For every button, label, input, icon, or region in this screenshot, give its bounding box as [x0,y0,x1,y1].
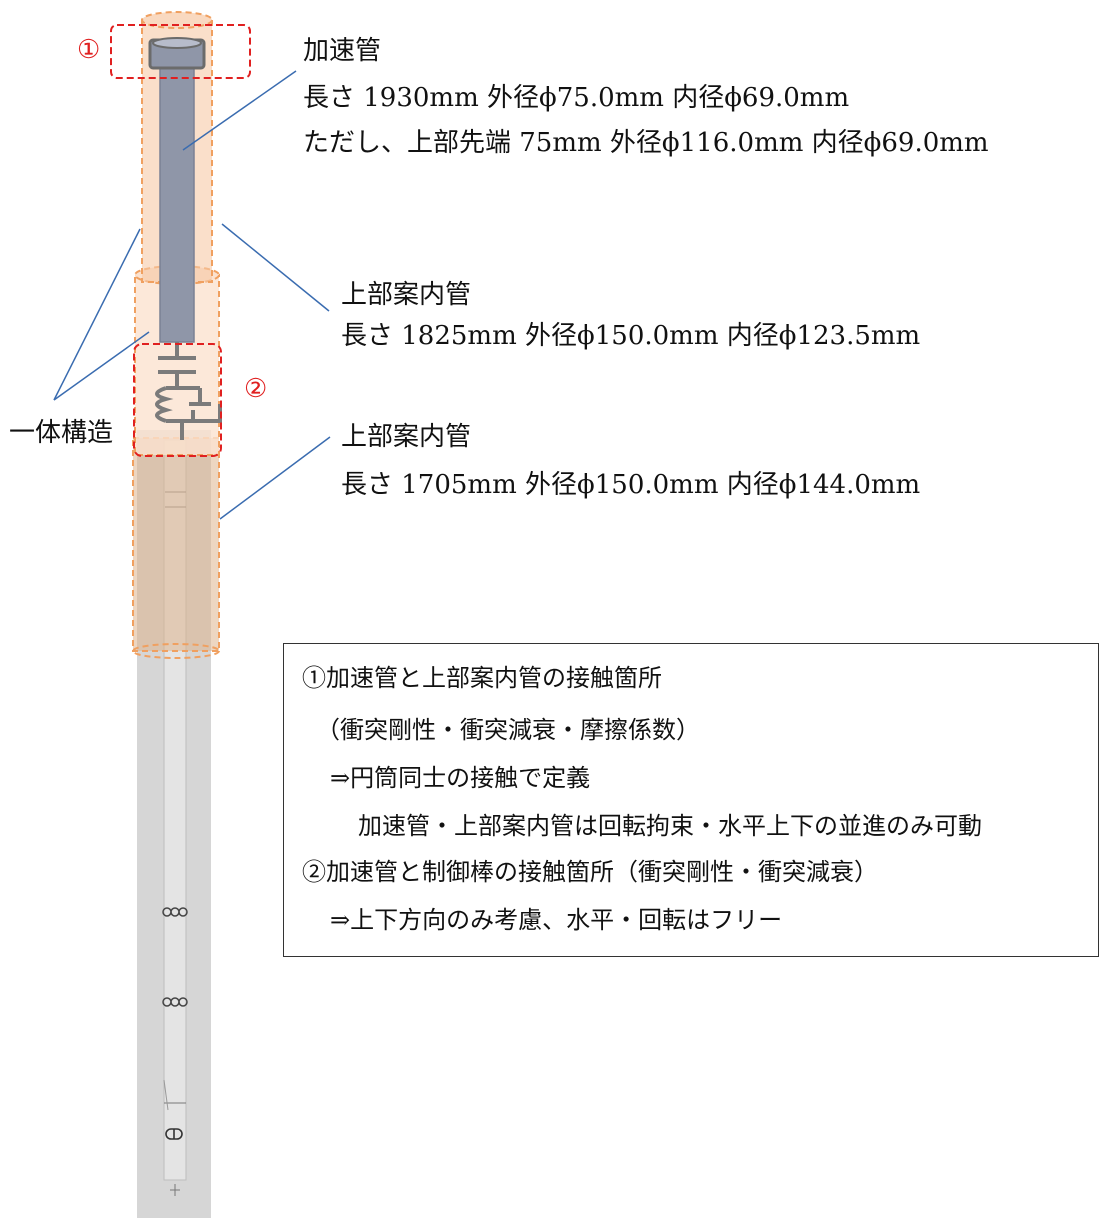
note-line-3: ⇒円筒同士の接触で定義 [330,764,591,792]
note-line-2: （衝突剛性・衝突減衰・摩擦係数） [316,716,700,744]
accel-tube [159,59,195,343]
note-line-6: ⇒上下方向のみ考慮、水平・回転はフリー [330,906,783,934]
upper-guide-tube-2-sleeve [132,437,220,652]
upper-guide-2-spec: 長さ 1705mm 外径ϕ150.0mm 内径ϕ144.0mm [341,470,921,500]
accel-tube-title: 加速管 [303,36,382,66]
marker-1-label: ① [77,35,101,65]
leader-line-integrated-2 [53,331,150,401]
rod-connector [162,997,188,1007]
accel-tube-spec-1: 長さ 1930mm 外径ϕ75.0mm 内径ϕ69.0mm [303,83,850,113]
upper-guide-1-spec: 長さ 1825mm 外径ϕ150.0mm 内径ϕ123.5mm [341,321,921,351]
note-line-4: 加速管・上部案内管は回転拘束・水平上下の並進のみ可動 [358,812,982,840]
integrated-structure-label: 一体構造 [9,418,114,448]
note-line-1: ①加速管と上部案内管の接触箇所 [302,664,662,692]
marker-box-2 [133,343,222,457]
accel-tube-spec-2: ただし、上部先端 75mm 外径ϕ116.0mm 内径ϕ69.0mm [303,128,989,158]
rod-taper [163,1079,169,1111]
rod-connector [165,1128,183,1140]
upper-guide-2-title: 上部案内管 [341,422,472,452]
upper-guide-tube-2-bottom [132,643,220,659]
leader-line-guide-1 [221,223,330,312]
spring-damper-model [155,342,222,440]
upper-guide-1-title: 上部案内管 [341,280,472,310]
marker-box-1 [110,24,251,79]
rod-connector [162,907,188,917]
leader-line-accel [182,70,297,151]
marker-2-label: ② [244,374,268,404]
leader-line-guide-2 [219,436,331,520]
note-line-5: ②加速管と制御棒の接触箇所（衝突剛性・衝突減衰） [302,858,878,886]
accel-tube-top-rim [152,37,202,49]
notes-box: ①加速管と上部案内管の接触箇所 （衝突剛性・衝突減衰・摩擦係数） ⇒円筒同士の接… [283,643,1099,957]
leader-line-integrated-1 [53,228,141,401]
